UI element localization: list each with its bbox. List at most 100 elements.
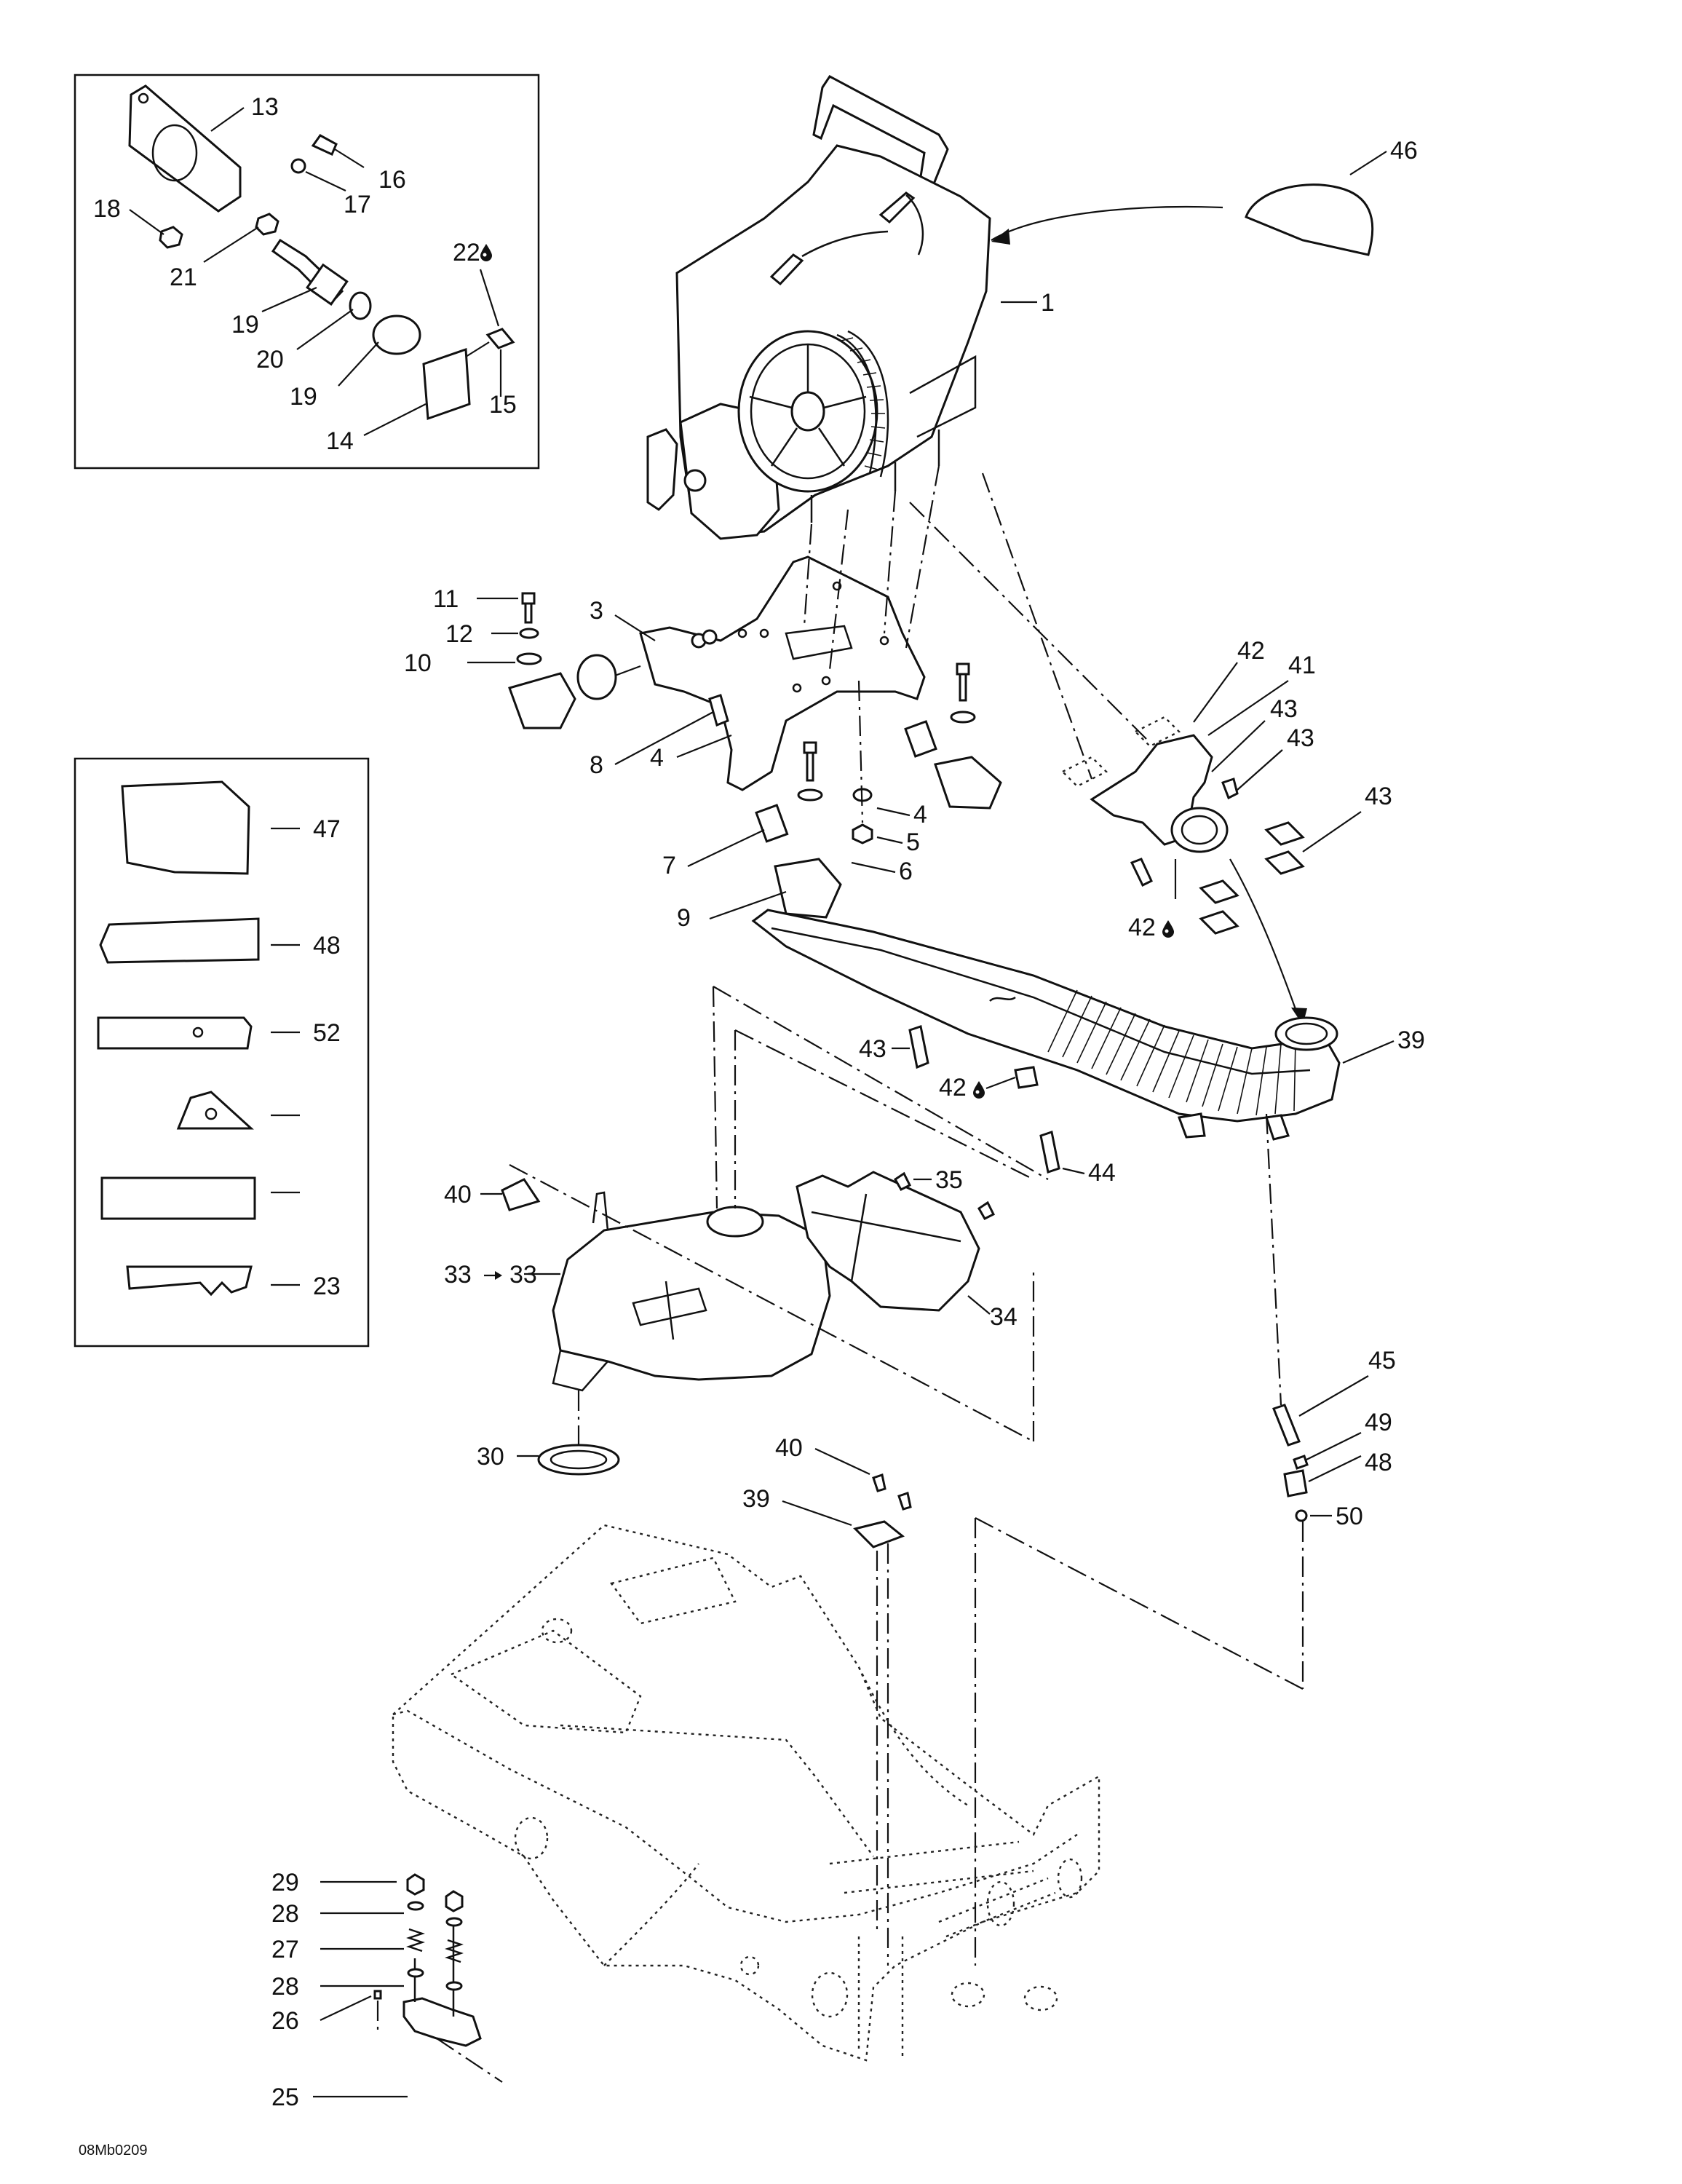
spring-43-top-1 — [1264, 821, 1305, 846]
exhaust-hanger-2 — [1265, 1114, 1290, 1141]
callout-48: 49 — [1365, 1409, 1392, 1436]
callout-12: 12 — [445, 620, 473, 648]
nut-18 — [159, 226, 183, 249]
callout-42a: 42 — [1128, 914, 1156, 941]
callout-36: 42 — [1237, 637, 1265, 665]
muffler-body — [552, 1211, 831, 1381]
callout-21: 20 — [256, 346, 284, 373]
screw-41a — [872, 1473, 886, 1492]
muffler-rib — [632, 1287, 707, 1326]
manifold-outlet — [1170, 807, 1229, 853]
spring-43-right — [1272, 1404, 1301, 1447]
callout-50: 52 — [313, 1019, 341, 1047]
callout-42b: 42 — [939, 1074, 967, 1101]
bolt-front-shank — [806, 751, 814, 782]
sealant-drop-icon-b — [973, 1081, 985, 1099]
screw-15 — [485, 328, 515, 349]
washer-17 — [290, 158, 306, 174]
callout-20: 19 — [290, 383, 317, 411]
callout-45: 47 — [313, 815, 341, 843]
callout-46: 48 — [313, 932, 341, 960]
callout-31: 33 — [444, 1261, 472, 1289]
callout-25: 25 — [271, 2084, 299, 2111]
stud-8 — [708, 694, 729, 727]
callout-38: 43 — [1270, 695, 1298, 723]
tunnel-outline — [392, 1524, 1100, 2062]
decal-24 — [126, 1265, 253, 1297]
exhaust-pipe-body — [751, 909, 1341, 1123]
bolt-manifold-low — [1130, 858, 1153, 887]
callout-6: 6 — [899, 858, 913, 885]
callout-24: 23 — [313, 1273, 341, 1300]
washer-28a2 — [445, 1917, 463, 1927]
callout-34: 40 — [444, 1181, 472, 1208]
bolt-rear-right-shank — [959, 673, 967, 702]
bracket-hole — [151, 124, 198, 182]
heat-shield-32 — [796, 1171, 980, 1312]
cover-44-group: 46 — [991, 137, 1418, 256]
washer-28a — [407, 1901, 424, 1911]
washer-28b — [407, 1968, 424, 1978]
spring-27b — [445, 1939, 464, 1963]
bolt-11-shank — [524, 602, 533, 624]
rivet-33a — [894, 1171, 912, 1191]
callout-30: 30 — [477, 1443, 504, 1471]
muffler-group: 40 33 33 34 35 — [444, 986, 1049, 1442]
carburetor-linkage — [646, 428, 678, 511]
exhaust-boss — [1014, 1066, 1039, 1089]
arrow-head-44 — [991, 229, 1010, 245]
bolt-37 — [1221, 778, 1239, 800]
callout-5: 5 — [906, 828, 920, 856]
callout-11: 11 — [433, 585, 459, 613]
callout-39: 39 — [1397, 1026, 1425, 1054]
chassis-frame — [392, 1524, 1100, 2062]
bracket-25-group: 29 28 27 28 26 25 — [271, 1869, 503, 2111]
decal-50 — [97, 1016, 253, 1050]
callout-3: 3 — [590, 597, 603, 625]
callout-23: 22 — [453, 239, 480, 266]
sealant-drop-icon-a — [1162, 920, 1174, 938]
gasket-36a — [1060, 756, 1108, 788]
callout-47: 48 — [1365, 1449, 1392, 1476]
callout-1: 1 — [1041, 289, 1055, 317]
callout-27: 27 — [271, 1936, 299, 1963]
callout-37: 43 — [1287, 724, 1314, 752]
nut-49 — [1295, 1509, 1308, 1522]
callout-28a: 28 — [271, 1900, 299, 1928]
bolt-rear-right-head — [956, 662, 970, 676]
pin-26 — [373, 1990, 382, 2000]
screw-41b — [897, 1492, 912, 1511]
clip-40-41: 40 39 — [742, 1434, 912, 1966]
rivet-33b — [977, 1200, 996, 1220]
callout-15: 15 — [489, 391, 517, 419]
spring-43-mid — [908, 1025, 929, 1069]
bolt-11-head — [521, 592, 536, 605]
cover-44 — [1245, 183, 1374, 256]
callout-43c: 44 — [1088, 1159, 1116, 1187]
callout-8: 8 — [590, 751, 603, 779]
callout-4b: 4 — [913, 801, 927, 828]
spring-27a — [406, 1928, 425, 1952]
muffler-inlet — [706, 1206, 764, 1238]
spark-plug-cap-2 — [769, 253, 804, 286]
tunnel-panel-top — [609, 1556, 737, 1625]
washer-12 — [519, 628, 539, 639]
spring-43-top-3 — [1199, 879, 1239, 904]
callout-26: 26 — [271, 2007, 299, 2035]
spring-43-right-mid — [1039, 1131, 1060, 1174]
spark-plug-cap-1 — [878, 191, 916, 224]
plate-40 — [853, 1520, 905, 1548]
tunnel-panel-left — [449, 1629, 642, 1734]
callout-13: 13 — [251, 93, 279, 121]
engine-1: 1 — [646, 75, 1055, 540]
washer-48 — [1293, 1455, 1309, 1470]
spring-hanger-right: 45 49 48 50 — [974, 1113, 1396, 1966]
left-mount-hardware: 11 12 10 3 8 4 — [404, 585, 732, 779]
bracket-bolt-hole — [138, 92, 149, 104]
exhaust-pipe-inlet — [1274, 1016, 1338, 1051]
callout-33a: 35 — [935, 1166, 963, 1194]
callout-14: 14 — [326, 427, 354, 455]
decal-46 — [99, 917, 260, 964]
washer-28b2 — [445, 1981, 463, 1991]
